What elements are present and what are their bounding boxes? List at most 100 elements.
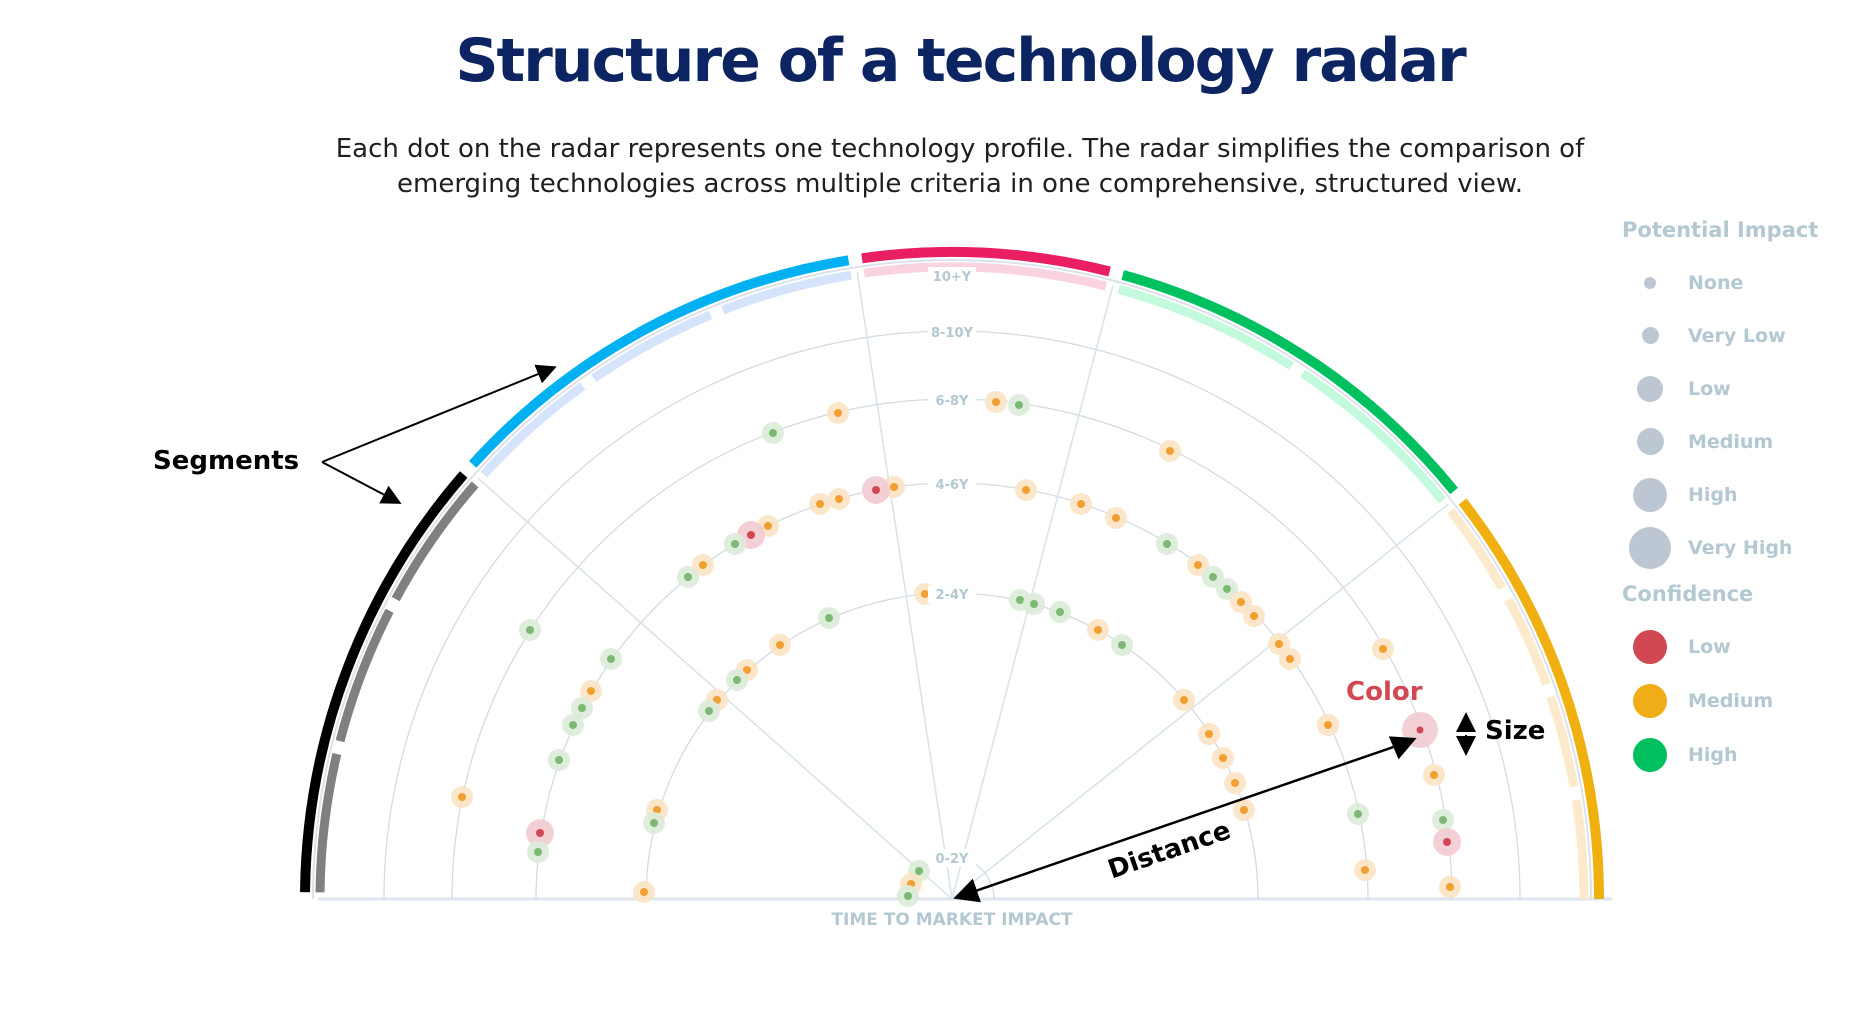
technology-dot[interactable] xyxy=(653,806,661,814)
technology-dot[interactable] xyxy=(747,531,755,539)
confidence-label: Low xyxy=(1688,636,1731,658)
impact-label: Very Low xyxy=(1688,324,1786,347)
technology-dot[interactable] xyxy=(1223,585,1231,593)
ring-label: 6-8Y xyxy=(936,394,969,409)
page-subtitle: Each dot on the radar represents one tec… xyxy=(0,132,1867,202)
ring-6-8Y xyxy=(451,398,1453,900)
technology-dot[interactable] xyxy=(534,848,542,856)
impact-label: Medium xyxy=(1688,430,1774,453)
technology-dot[interactable] xyxy=(1077,500,1085,508)
technology-dot[interactable] xyxy=(1205,730,1213,738)
confidence-color-icon xyxy=(1633,630,1667,664)
technology-dot[interactable] xyxy=(1166,447,1174,455)
technology-dot[interactable] xyxy=(1056,608,1064,616)
segment-yellow[interactable] xyxy=(1458,498,1604,900)
segments-arrows xyxy=(321,364,557,504)
technology-dot[interactable] xyxy=(743,666,751,674)
technology-dot[interactable] xyxy=(1030,600,1038,608)
technology-dot[interactable] xyxy=(764,522,772,530)
technology-dot[interactable] xyxy=(921,590,929,598)
segment-yellow-sub[interactable] xyxy=(1571,799,1589,900)
technology-dot[interactable] xyxy=(536,829,544,837)
technology-dot[interactable] xyxy=(458,793,466,801)
technology-dot[interactable] xyxy=(835,495,843,503)
technology-dot[interactable] xyxy=(1361,866,1369,874)
technology-dot[interactable] xyxy=(816,500,824,508)
technology-dot[interactable] xyxy=(1219,754,1227,762)
technology-dot[interactable] xyxy=(1416,726,1424,734)
technology-dot[interactable] xyxy=(1015,401,1023,409)
impact-label: Low xyxy=(1688,377,1731,400)
technology-dot[interactable] xyxy=(650,819,658,827)
technology-dot[interactable] xyxy=(705,707,713,715)
technology-dot[interactable] xyxy=(1163,540,1171,548)
technology-dot[interactable] xyxy=(992,398,1000,406)
technology-dot[interactable] xyxy=(733,676,741,684)
technology-dot[interactable] xyxy=(769,429,777,437)
technology-dot[interactable] xyxy=(1209,573,1217,581)
segment-pink[interactable] xyxy=(861,247,1111,277)
distance-arrow xyxy=(953,736,1417,903)
segment-blue-sub[interactable] xyxy=(591,310,713,383)
segment-blue-sub[interactable] xyxy=(721,270,852,315)
technology-dot[interactable] xyxy=(569,721,577,729)
page-title: Structure of a technology radar xyxy=(455,26,1466,96)
technology-dot[interactable] xyxy=(1430,771,1438,779)
technology-dot[interactable] xyxy=(890,483,898,491)
technology-dot[interactable] xyxy=(555,756,563,764)
technology-dot[interactable] xyxy=(731,540,739,548)
technology-dot[interactable] xyxy=(872,486,880,494)
segment-green[interactable] xyxy=(1121,270,1458,495)
technology-dot[interactable] xyxy=(1118,641,1126,649)
technology-dot[interactable] xyxy=(587,687,595,695)
technology-dot[interactable] xyxy=(1094,626,1102,634)
technology-dot[interactable] xyxy=(1286,655,1294,663)
technology-dot[interactable] xyxy=(825,614,833,622)
technology-dot[interactable] xyxy=(607,655,615,663)
technology-dot[interactable] xyxy=(1237,598,1245,606)
confidence-legend-title: Confidence xyxy=(1622,582,1754,606)
technology-dot[interactable] xyxy=(1250,612,1258,620)
technology-dot[interactable] xyxy=(684,573,692,581)
technology-dot[interactable] xyxy=(1324,721,1332,729)
confidence-legend-item: Low xyxy=(1622,620,1862,674)
segment-yellow-sub[interactable] xyxy=(1447,508,1507,591)
technology-dot[interactable] xyxy=(1231,779,1239,787)
segment-green-sub[interactable] xyxy=(1300,369,1446,504)
segment-pink-sub[interactable] xyxy=(863,262,1108,291)
technology-dot[interactable] xyxy=(904,892,912,900)
technology-dot[interactable] xyxy=(1180,696,1188,704)
technology-dot[interactable] xyxy=(776,641,784,649)
segment-green-sub[interactable] xyxy=(1117,285,1294,370)
technology-dot[interactable] xyxy=(1446,883,1454,891)
technology-dot[interactable] xyxy=(1240,806,1248,814)
technology-dot[interactable] xyxy=(834,409,842,417)
impact-label: Very High xyxy=(1688,536,1793,559)
technology-dot[interactable] xyxy=(1443,838,1451,846)
segment-black-sub[interactable] xyxy=(315,752,342,893)
technology-dot[interactable] xyxy=(915,867,923,875)
technology-dot[interactable] xyxy=(1354,810,1362,818)
segment-yellow-sub[interactable] xyxy=(1546,695,1579,788)
technology-dot[interactable] xyxy=(1439,816,1447,824)
technology-dot[interactable] xyxy=(1275,640,1283,648)
segment-black-sub[interactable] xyxy=(335,608,394,743)
segment-yellow-sub[interactable] xyxy=(1504,597,1551,686)
technology-dot[interactable] xyxy=(699,561,707,569)
segment-blue-sub[interactable] xyxy=(480,382,586,478)
technology-dot[interactable] xyxy=(1379,645,1387,653)
impact-legend-item: Very Low xyxy=(1622,309,1862,362)
technology-dot[interactable] xyxy=(1016,596,1024,604)
technology-dot[interactable] xyxy=(640,888,648,896)
radar-segments xyxy=(300,247,1604,900)
segment-blue[interactable] xyxy=(468,255,850,468)
technology-dot[interactable] xyxy=(578,704,586,712)
technology-dot[interactable] xyxy=(526,626,534,634)
segment-black-sub[interactable] xyxy=(391,481,479,602)
technology-dot[interactable] xyxy=(1022,486,1030,494)
segment-black[interactable] xyxy=(300,471,468,893)
technology-dot[interactable] xyxy=(1194,561,1202,569)
technology-dot[interactable] xyxy=(1112,514,1120,522)
